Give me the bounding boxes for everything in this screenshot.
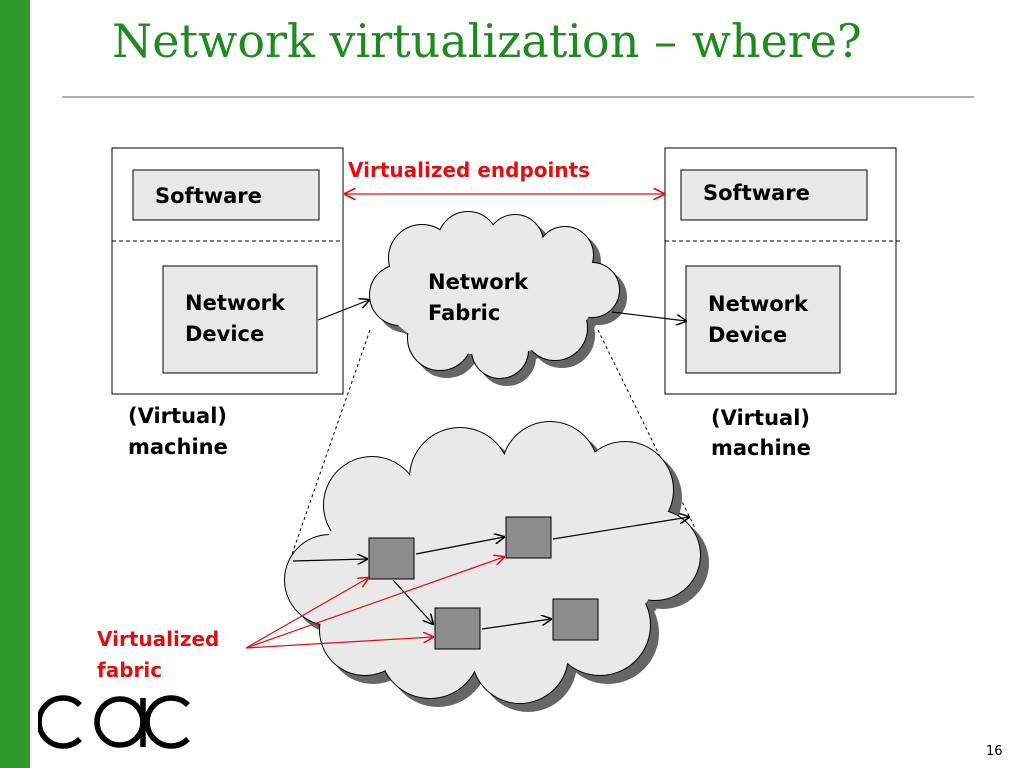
- left-software-label: Software: [155, 184, 262, 208]
- switch-node-3: [434, 607, 481, 650]
- left-device-label-line1: Network: [185, 291, 286, 315]
- right-machine-caption-line2: machine: [711, 436, 811, 460]
- page-number: 16: [986, 744, 1003, 759]
- right-software-box: [680, 169, 868, 221]
- device-to-fabric-arrow: [317, 300, 369, 321]
- virtualized-fabric-label-line1: Virtualized: [97, 627, 219, 651]
- left-device-label-line2: Device: [185, 322, 264, 346]
- zoom-line-right: [597, 329, 696, 529]
- left-machine: Software Network Device: [111, 147, 344, 395]
- left-device-box: [162, 265, 318, 374]
- left-software-box: [132, 169, 320, 221]
- left-accent-bar: [0, 0, 30, 768]
- red-pointer-node2: [245, 557, 504, 649]
- link-node1-node3: [392, 579, 433, 624]
- left-machine-caption-line1: (Virtual): [128, 404, 227, 428]
- virtualized-fabric-cloud: [284, 421, 709, 712]
- cac-logo: [38, 695, 190, 749]
- title-divider: [62, 96, 974, 98]
- right-software-label: Software: [703, 181, 810, 205]
- zoom-line-left: [289, 329, 371, 561]
- network-fabric-label-line1: Network: [428, 270, 529, 294]
- link-node1-node2: [415, 537, 504, 555]
- network-fabric-cloud: [369, 211, 627, 386]
- red-pointer-node3: [245, 637, 433, 649]
- right-device-box: [685, 265, 841, 374]
- right-machine-caption-line1: (Virtual): [711, 406, 810, 430]
- fabric-to-device-arrow: [611, 311, 686, 321]
- red-pointer-node1: [245, 578, 368, 649]
- right-device-label-line1: Network: [708, 292, 809, 316]
- slide-title: Network virtualization – where?: [112, 14, 862, 68]
- virtualized-fabric-label-line2: fabric: [97, 658, 162, 682]
- ingress-link: [292, 559, 367, 561]
- switch-node-2: [505, 516, 552, 559]
- left-machine-caption-line2: machine: [128, 435, 228, 459]
- network-fabric-label-line2: Fabric: [428, 301, 500, 325]
- right-device-label-line2: Device: [708, 323, 787, 347]
- virtualized-endpoints-label: Virtualized endpoints: [348, 158, 590, 182]
- right-machine: Software Network Device: [664, 147, 903, 395]
- egress-link: [552, 517, 689, 540]
- switch-node-1: [368, 537, 415, 580]
- link-node3-node4: [481, 619, 551, 630]
- switch-node-4: [552, 598, 599, 641]
